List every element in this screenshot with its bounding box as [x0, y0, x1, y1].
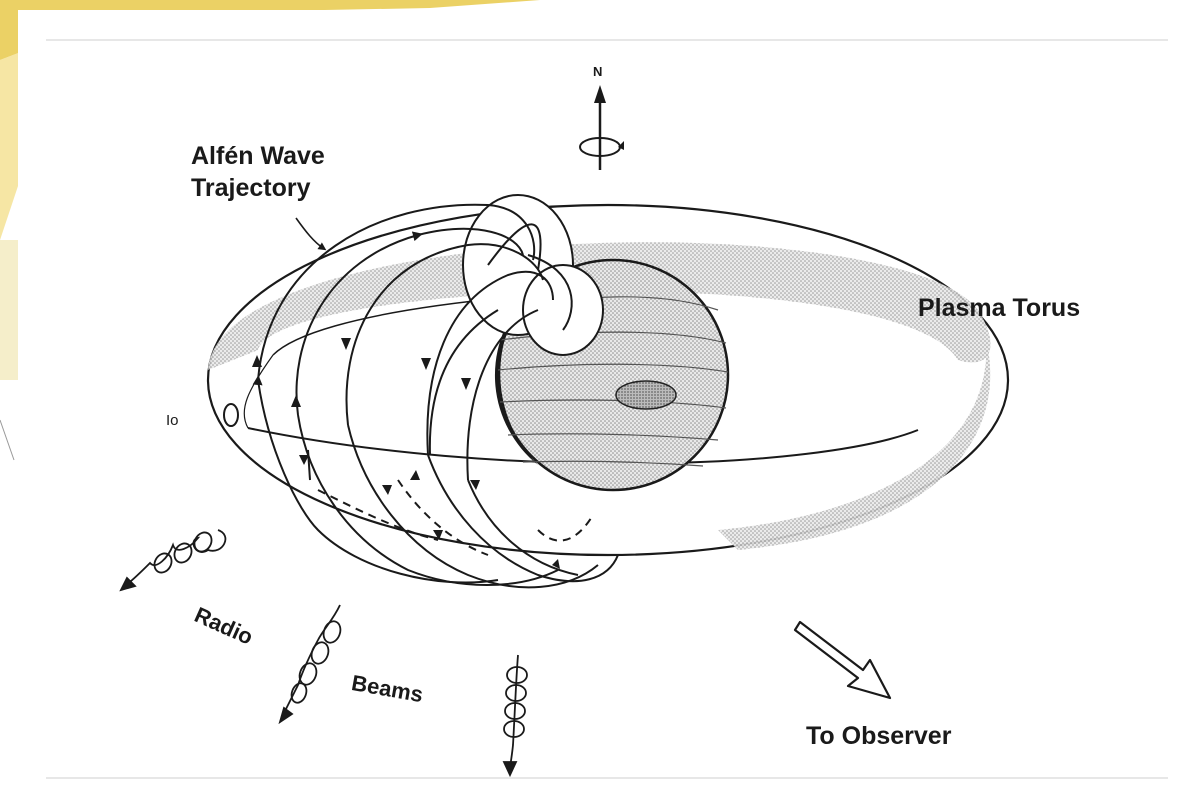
io-label: Io [166, 412, 179, 429]
radio-beam-helix-icon [280, 605, 343, 722]
alfven-label-line1: Alfén Wave [191, 140, 325, 172]
alfven-pointer [296, 218, 323, 248]
alfven-label-line2: Trajectory [191, 172, 325, 204]
alfven-trajectory-label: Alfén Wave Trajectory [191, 140, 325, 204]
north-label: N [593, 64, 602, 79]
radio-beam-helix-icon [504, 655, 527, 775]
slide-accent-strip [0, 240, 18, 380]
flux-tube-loops [463, 195, 603, 355]
radio-beam-helix-icon [121, 529, 225, 590]
plasma-torus-label: Plasma Torus [918, 294, 1080, 323]
jupiter-io-diagram: N Alfén Wave Trajectory Plasma Torus Io … [18, 10, 1181, 806]
to-observer-label: To Observer [806, 722, 951, 751]
north-arrow-icon [594, 85, 606, 170]
observer-arrow-icon [795, 622, 890, 698]
io-moon [224, 404, 238, 426]
slide-edge-line [0, 420, 14, 460]
rotation-icon [580, 138, 624, 156]
great-red-spot [616, 381, 676, 409]
diagram-drawing [18, 10, 1181, 806]
